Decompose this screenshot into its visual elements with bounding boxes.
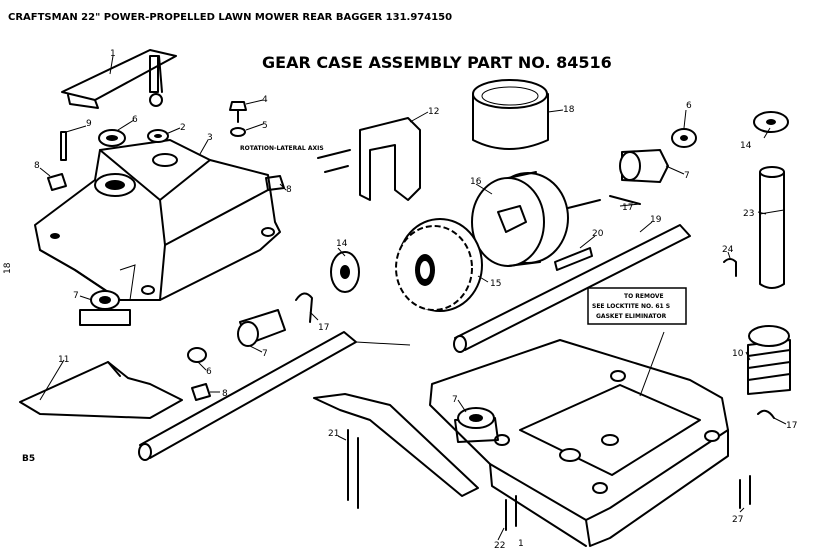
tube-part-18 [472,79,549,150]
collar-part-12 [317,117,421,201]
callout: 20 [592,229,604,239]
bushing-part-7-lower [454,407,499,443]
drive-shaft [138,331,411,461]
top-title: CRAFTSMAN 22" POWER-PROPELLED LAWN MOWER… [8,12,452,23]
bolt-part-22 [505,495,517,531]
pulley-part-16 [471,171,601,267]
clip-part-17-center [295,292,313,323]
callout: 21 [328,429,339,439]
callout: 4 [262,95,268,105]
washer-part-6-upper [671,128,697,148]
callout: 1 [110,49,116,59]
upper-gear-case [34,139,281,301]
spacer-part-14 [330,251,360,293]
washer-part-6 [98,129,126,147]
washer-part-6-center [187,347,207,363]
callout: 5 [262,121,268,131]
callout: 1 [518,539,524,549]
clip-part-24 [723,258,737,277]
callout: 8 [286,185,292,195]
bolt-part-27 [739,475,751,509]
clip-part-17-upper [609,195,641,205]
callout: 15 [490,279,501,289]
callout: 7 [684,171,690,181]
callout: 10 [732,349,744,359]
callout: 7 [73,291,79,301]
callout: 27 [732,515,743,525]
bolt-part-4 [229,101,247,137]
washer-part-14-right [753,111,789,133]
axle-part-19 [453,224,691,353]
callout: 18 [563,105,575,115]
clip-part-17-right [757,409,775,419]
note-line: TO REMOVE [624,293,664,300]
callout: 6 [206,367,212,377]
callout: 17 [622,203,633,213]
callout: 9 [86,119,92,129]
callout: 16 [470,177,482,187]
bushing-part-7-upper [619,149,669,183]
callout: 17 [786,421,797,431]
callout: 17 [318,323,329,333]
plate-part-11 [19,361,183,419]
lower-gear-case [429,339,729,547]
callout: 8 [222,389,228,399]
small-note-tag: ROTATION-LATERAL AXIS [240,145,324,152]
note-line: GASKET ELIMINATOR [596,313,667,320]
callout: 8 [34,161,40,171]
worm-part-10 [747,325,791,395]
assembly-title: GEAR CASE ASSEMBLY PART NO. 84516 [262,53,612,72]
callout: 7 [262,349,268,359]
callout: 6 [686,101,692,111]
callout: 22 [494,541,505,551]
callout: 14 [740,141,752,151]
lever-part-21 [313,393,479,509]
callout: 14 [336,239,348,249]
part-callouts: 1 4 5 9 6 2 3 8 8 7 12 18 6 7 14 16 17 2… [34,49,797,551]
note-line: SEE LOCKTITE NO. 61 S [592,303,670,310]
pin-part-9 [60,131,67,161]
callout: 11 [58,355,69,365]
callout: 3 [207,133,213,143]
code-label: B5 [22,454,35,464]
callout: 2 [180,123,186,133]
gear-part-15 [395,218,483,312]
bushing-part-7-center [237,309,286,347]
callout: 7 [452,395,458,405]
callout: 6 [132,115,138,125]
key-part-20 [554,247,593,271]
bracket-part [61,49,177,109]
page-number: 18 [3,262,13,274]
callout: 24 [722,245,734,255]
bushing-part-7-left [79,290,131,326]
nut-part-8-lower [191,383,211,401]
callout: 23 [743,209,754,219]
leader-lines [39,55,787,541]
callout: 12 [428,107,439,117]
nut-part-8-left [47,173,67,191]
shaft-part-23 [759,166,785,289]
remove-note-box: TO REMOVE SEE LOCKTITE NO. 61 S GASKET E… [587,287,687,325]
nut-part-2 [147,129,169,143]
callout: 19 [650,215,662,225]
